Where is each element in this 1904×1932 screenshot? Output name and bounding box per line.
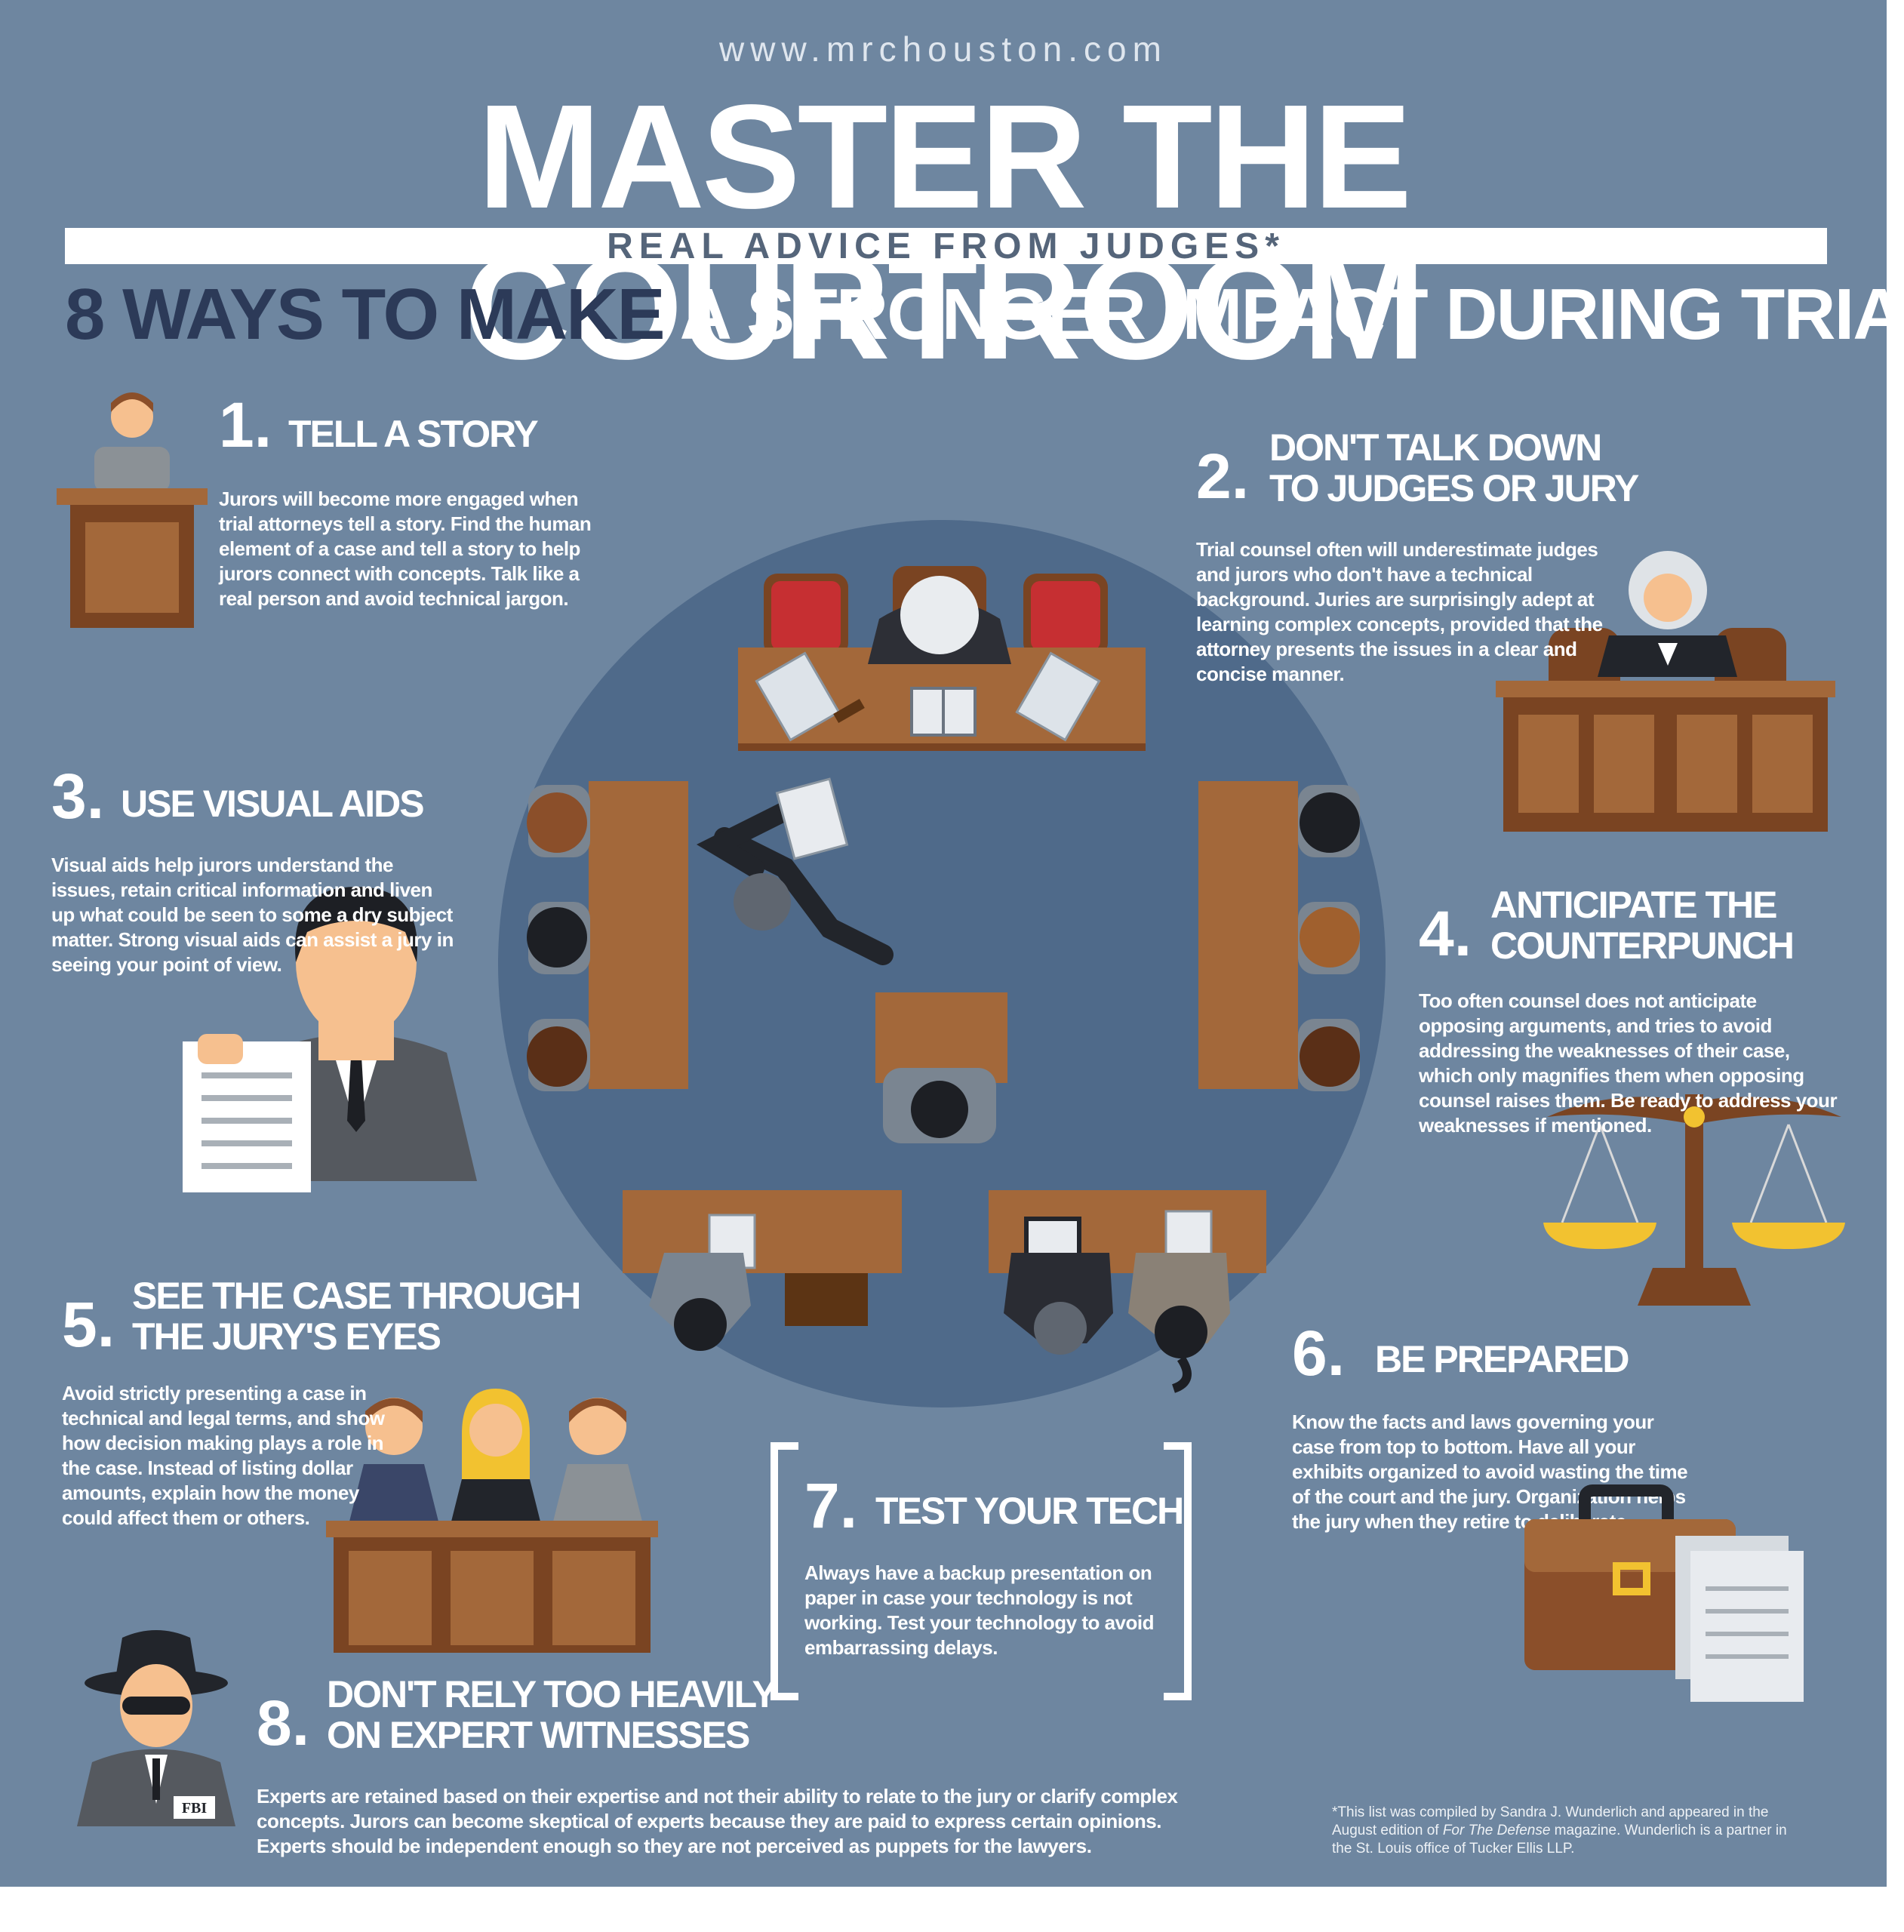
tip-3-title: USE VISUAL AIDS: [121, 783, 425, 825]
fbi-badge-label: FBI: [182, 1800, 208, 1817]
tip-2-number: 2.: [1196, 441, 1250, 512]
tagline: 8 WAYS TO MAKE A STRONGER IMPACT DURING …: [65, 273, 1887, 356]
tip-3-body: Visual aids help jurors understand the i…: [51, 854, 454, 976]
tip-5-number: 5.: [62, 1289, 115, 1360]
tip-1-body: Jurors will become more engaged when tri…: [219, 488, 592, 610]
tip-4-body: Too often counsel does not anticipate op…: [1419, 989, 1838, 1137]
subtitle-bar: [65, 228, 1827, 264]
tip-2-title-line1: DON'T TALK DOWN: [1269, 426, 1602, 469]
podium-icon: [57, 392, 208, 628]
tip-7-body: Always have a backup presentation on pap…: [804, 1561, 1155, 1659]
tip-7-title: TEST YOUR TECH: [875, 1490, 1184, 1532]
footnote-magazine: For The Defense: [1442, 1823, 1551, 1838]
jury-box-icon: [326, 1389, 658, 1653]
judge-icon: [1496, 551, 1835, 832]
tip-3-number: 3.: [51, 761, 105, 832]
fbi-agent-icon: FBI: [77, 1630, 235, 1826]
tip-5-title-line2: THE JURY'S EYES: [132, 1315, 441, 1358]
tip-1-number: 1.: [219, 389, 272, 460]
tip-2-title-line2: TO JUDGES OR JURY: [1269, 467, 1639, 509]
tagline-dark: 8 WAYS TO MAKE: [65, 274, 666, 355]
tip-2-body: Trial counsel often will underestimate j…: [1196, 538, 1603, 685]
website-url: www.mrchouston.com: [719, 29, 1167, 69]
footnote-text-after: magazine. Wunderlich is a partner in the…: [1332, 1823, 1787, 1857]
scales-of-justice-icon: [1543, 1094, 1845, 1306]
tip-8-number: 8.: [257, 1687, 310, 1758]
tip-4-title-line1: ANTICIPATE THE: [1490, 884, 1777, 926]
bracket-left-icon: [771, 1442, 798, 1700]
footnote: *This list was compiled by Sandra J. Wun…: [1332, 1804, 1800, 1858]
tip-6-number: 6.: [1292, 1318, 1346, 1389]
tip-5-title-line1: SEE THE CASE THROUGH: [132, 1275, 581, 1317]
tip-1-title: TELL A STORY: [288, 413, 539, 455]
tip-4-title-line2: COUNTERPUNCH: [1490, 924, 1795, 967]
footnote-text-before: *This list was compiled by Sandra J. Wun…: [1332, 1804, 1769, 1838]
tip-7-number: 7.: [804, 1470, 858, 1541]
lawyer-with-document-icon: [183, 887, 477, 1192]
bracket-right-icon: [1164, 1442, 1192, 1700]
subtitle: REAL ADVICE FROM JUDGES*: [607, 226, 1285, 266]
tip-6-title: BE PREPARED: [1375, 1338, 1629, 1380]
tip-4-number: 4.: [1419, 898, 1472, 969]
infographic-canvas: www.mrchouston.com MASTER THE COURTROOM …: [0, 0, 1887, 1887]
tip-8-body: Experts are retained based on their expe…: [257, 1785, 1178, 1857]
briefcase-icon: [1524, 1484, 1804, 1702]
tagline-light: A STRONGER IMPACT DURING TRIAL: [679, 274, 1887, 355]
tip-8-title-line2: ON EXPERT WITNESSES: [327, 1714, 750, 1756]
courtroom-top-view-icon: [498, 520, 1386, 1407]
tip-5-body: Avoid strictly presenting a case in tech…: [62, 1382, 385, 1529]
tip-8-title-line1: DON'T RELY TOO HEAVILY: [327, 1673, 777, 1715]
